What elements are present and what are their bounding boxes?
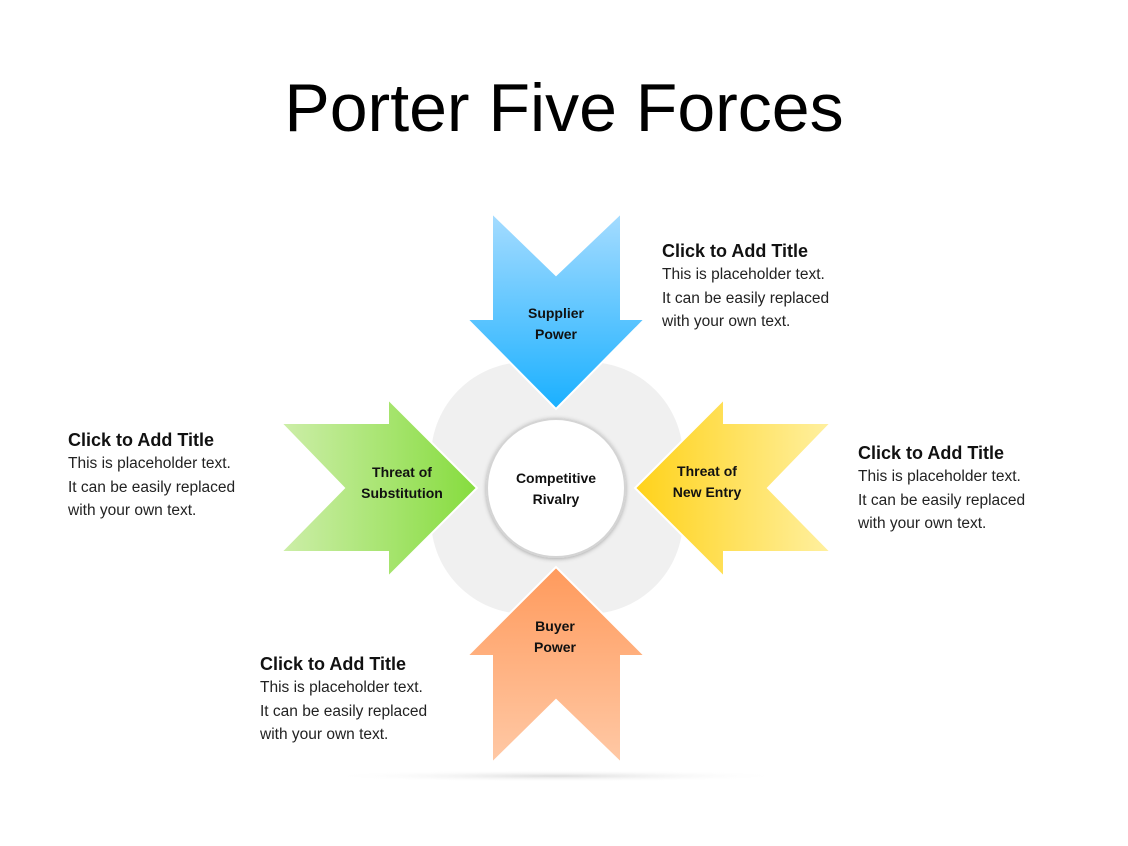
threat-of-substitution-label-line2: Substitution	[361, 485, 443, 501]
note-line: with your own text.	[662, 313, 791, 330]
buyer-power-arrow[interactable]: Buyer Power	[464, 565, 648, 766]
threat-of-new-entry-arrow[interactable]: Threat of New Entry	[633, 396, 834, 580]
threat-of-new-entry-label-line2: New Entry	[673, 484, 742, 500]
threat-of-substitution-arrow[interactable]: Threat of Substitution	[278, 396, 479, 580]
buyer-power-shape	[464, 565, 648, 766]
hub-label-line1: Competitive	[516, 470, 596, 486]
note-body[interactable]: This is placeholder text. It can be easi…	[858, 465, 1088, 536]
note-top-right[interactable]: Click to Add Title This is placeholder t…	[662, 239, 892, 334]
supplier-power-label-line1: Supplier	[528, 305, 585, 321]
note-line: This is placeholder text.	[260, 679, 423, 696]
hub-label-line2: Rivalry	[533, 491, 580, 507]
note-line: This is placeholder text.	[662, 266, 825, 283]
note-bottom-left[interactable]: Click to Add Title This is placeholder t…	[260, 652, 490, 747]
note-line: It can be easily replaced	[260, 702, 428, 720]
note-title[interactable]: Click to Add Title	[858, 443, 1005, 463]
note-line: This is placeholder text.	[858, 468, 1021, 485]
note-line: with your own text.	[858, 515, 987, 532]
buyer-power-label-line1: Buyer	[535, 618, 575, 634]
supplier-power-shape	[464, 210, 648, 411]
note-title[interactable]: Click to Add Title	[662, 241, 809, 261]
slide-title[interactable]: Porter Five Forces	[284, 70, 844, 146]
supplier-power-arrow[interactable]: Supplier Power	[464, 210, 648, 411]
threat-of-substitution-label-line1: Threat of	[372, 464, 432, 480]
note-title[interactable]: Click to Add Title	[260, 654, 407, 674]
note-right[interactable]: Click to Add Title This is placeholder t…	[858, 441, 1088, 536]
note-line: It can be easily replaced	[858, 491, 1026, 509]
note-line: It can be easily replaced	[68, 478, 236, 496]
competitive-rivalry-hub[interactable]: Competitive Rivalry	[486, 418, 626, 558]
buyer-power-label-line2: Power	[534, 639, 577, 655]
note-body[interactable]: This is placeholder text. It can be easi…	[68, 452, 298, 523]
threat-of-new-entry-label-line1: Threat of	[677, 463, 737, 479]
threat-of-substitution-shape	[278, 396, 479, 580]
note-left[interactable]: Click to Add Title This is placeholder t…	[68, 428, 298, 523]
note-body[interactable]: This is placeholder text. It can be easi…	[662, 263, 892, 334]
supplier-power-label-line2: Power	[535, 326, 578, 342]
hub-circle	[486, 418, 626, 558]
floor-shadow	[326, 770, 786, 782]
note-line: with your own text.	[68, 502, 197, 519]
note-body[interactable]: This is placeholder text. It can be easi…	[260, 676, 490, 747]
note-line: It can be easily replaced	[662, 289, 830, 307]
note-line: with your own text.	[260, 726, 389, 743]
note-line: This is placeholder text.	[68, 455, 231, 472]
threat-of-new-entry-shape	[633, 396, 834, 580]
note-title[interactable]: Click to Add Title	[68, 430, 215, 450]
